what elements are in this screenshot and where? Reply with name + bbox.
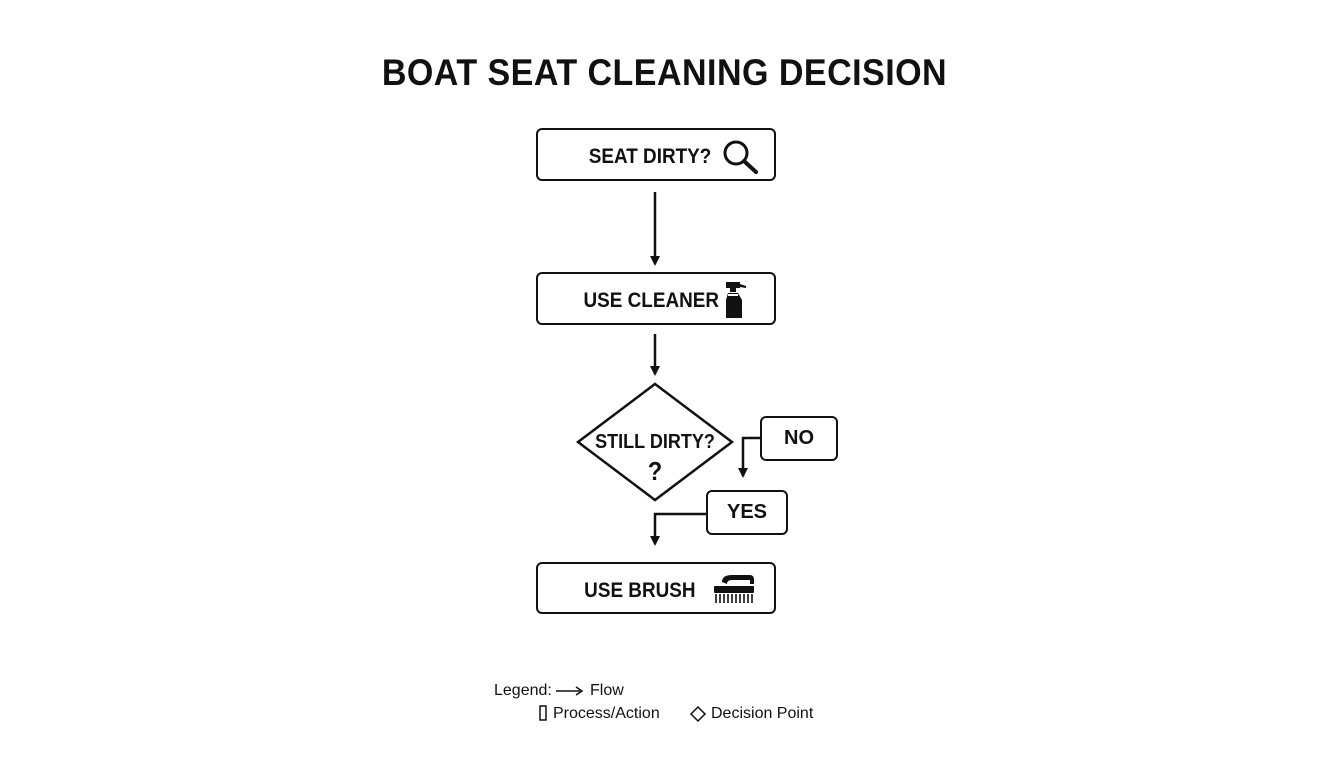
branch-no: NO bbox=[760, 416, 838, 461]
legend-process-shape bbox=[539, 705, 547, 721]
node-use-cleaner: USE CLEANER bbox=[536, 272, 776, 325]
branch-no-label: NO bbox=[784, 427, 814, 449]
node-still-dirty-label: STILL DIRTY? bbox=[595, 431, 715, 453]
legend-flow-label: Flow bbox=[590, 682, 624, 699]
legend-process-label: Process/Action bbox=[553, 705, 660, 722]
node-use-brush: USE BRUSH bbox=[536, 562, 776, 614]
decision-diamond bbox=[575, 382, 735, 502]
node-seat-dirty: SEAT DIRTY? bbox=[536, 128, 776, 181]
magnifier-icon bbox=[720, 138, 762, 182]
arrow-no-path bbox=[738, 436, 760, 478]
node-seat-dirty-label: SEAT DIRTY? bbox=[588, 145, 712, 168]
legend-decision-shape bbox=[689, 705, 707, 723]
question-mark-icon: ? bbox=[647, 456, 663, 486]
node-use-cleaner-label: USE CLEANER bbox=[583, 289, 720, 312]
spray-bottle-icon bbox=[722, 280, 748, 326]
arrow-yes-path bbox=[650, 512, 706, 546]
brush-icon bbox=[712, 572, 756, 612]
branch-yes-label: YES bbox=[726, 501, 768, 523]
node-use-brush-label: USE BRUSH bbox=[584, 579, 696, 602]
legend-decision-label: Decision Point bbox=[711, 705, 814, 722]
diagram-title: BOAT SEAT CLEANING DECISION bbox=[381, 52, 948, 93]
legend-title: Legend: bbox=[494, 682, 552, 699]
branch-yes: YES bbox=[706, 490, 788, 535]
